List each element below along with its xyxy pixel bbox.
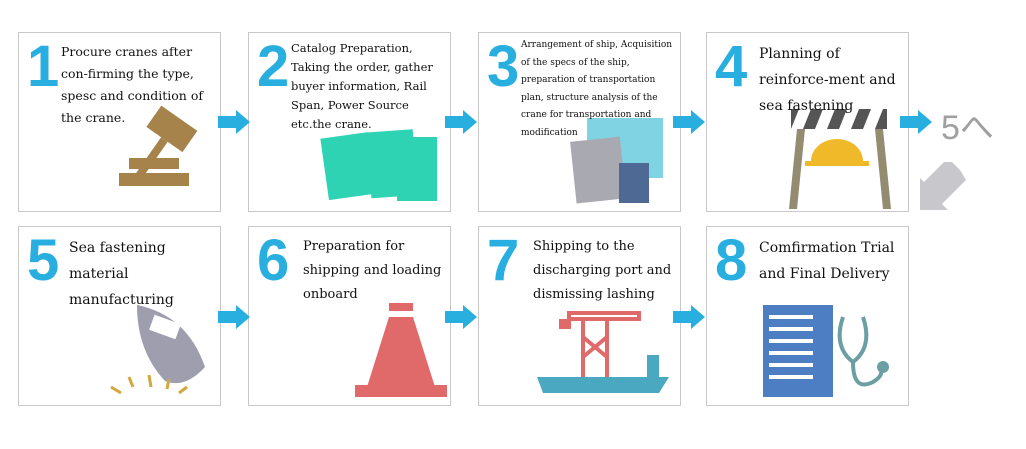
step-number: 5 xyxy=(27,228,60,293)
arrow-right-icon xyxy=(673,110,705,134)
step-number: 6 xyxy=(257,228,290,293)
step-number: 8 xyxy=(715,228,748,293)
step-5-box: 5 Sea fastening material manufacturing xyxy=(18,226,221,406)
barrier-helmet-icon xyxy=(789,109,891,209)
step-text: Sea fastening material manufacturing xyxy=(69,240,174,308)
step-text: Procure cranes after con-firming the typ… xyxy=(61,44,203,125)
step-text: Comfirmation Trial and Final Delivery xyxy=(759,240,895,282)
step-3-box: 3 Arrangement of ship, Acquisition of th… xyxy=(478,32,681,212)
continue-label: 5へ xyxy=(941,109,994,147)
step-text: Arrangement of ship, Acquisition of the … xyxy=(521,40,673,138)
step-2-box: 2 Catalog Preparation, Taking the order,… xyxy=(248,32,451,212)
step-number: 1 xyxy=(27,34,60,99)
step-1-box: 1 Procure cranes after con-firming the t… xyxy=(18,32,221,212)
checklist-stethoscope-icon xyxy=(763,305,889,397)
gavel-icon xyxy=(119,105,198,186)
step-7-box: 7 Shipping to the discharging port and d… xyxy=(478,226,681,406)
step-text: Shipping to the discharging port and dis… xyxy=(533,239,672,302)
step-8-box: 8 Comfirmation Trial and Final Delivery xyxy=(706,226,909,406)
step-number: 7 xyxy=(487,228,520,293)
step-text: Catalog Preparation, Taking the order, g… xyxy=(291,41,433,131)
step-4-box: 4 Planning of reinforce-ment and sea fas… xyxy=(706,32,909,212)
step-number: 2 xyxy=(257,34,290,99)
traffic-cone-icon xyxy=(355,303,447,397)
step-text: Planning of reinforce-ment and sea faste… xyxy=(759,46,896,114)
blueprint-calculator-icon xyxy=(570,118,663,204)
step-number: 4 xyxy=(715,34,748,99)
step-text: Preparation for shipping and loading onb… xyxy=(303,239,442,302)
step-6-box: 6 Preparation for shipping and loading o… xyxy=(248,226,451,406)
arrow-right-icon xyxy=(673,305,705,329)
ship-crane-icon xyxy=(537,311,669,393)
arrow-right-icon xyxy=(445,305,477,329)
arrow-right-icon xyxy=(218,305,250,329)
arrow-down-left-icon xyxy=(920,162,966,210)
arrow-right-icon xyxy=(900,110,932,134)
welding-mask-icon xyxy=(110,305,205,395)
arrow-right-icon xyxy=(445,110,477,134)
step-number: 3 xyxy=(487,34,520,99)
arrow-right-icon xyxy=(218,110,250,134)
documents-icon xyxy=(320,129,437,201)
